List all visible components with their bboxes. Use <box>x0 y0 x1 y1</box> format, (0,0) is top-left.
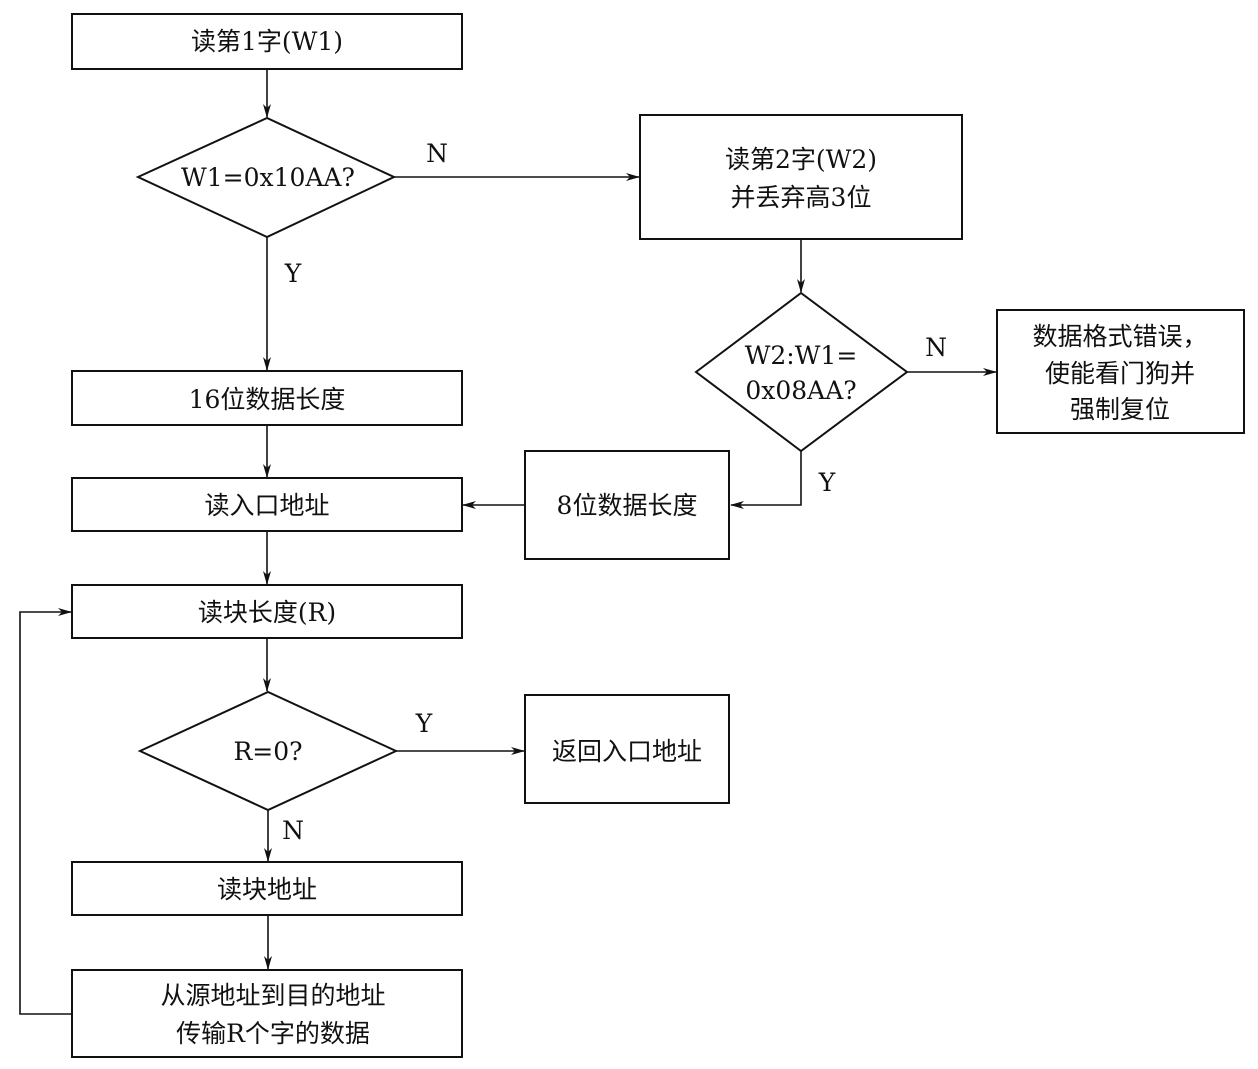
edge-label-r-no: N <box>282 816 304 845</box>
node-len16: 16位数据长度 <box>71 370 463 426</box>
node-label: 返回入口地址 <box>552 737 702 766</box>
node-label: 读块地址 <box>217 875 317 904</box>
arrow-loop-back <box>19 608 72 1015</box>
decision-w2: W2:W1= 0x08AA? <box>694 291 909 453</box>
node-read-entry: 读入口地址 <box>71 477 463 532</box>
node-label: 读第1字(W1) <box>191 27 343 56</box>
edge-label-w2-no: N <box>925 333 947 362</box>
node-label: 读入口地址 <box>204 491 329 520</box>
connectors <box>19 69 997 1015</box>
node-read-block-addr: 读块地址 <box>71 861 463 916</box>
node-label: 读块长度(R) <box>198 598 336 627</box>
node-label: W2:W1= <box>745 341 858 370</box>
node-label: 强制复位 <box>1070 395 1170 424</box>
edge-label-r-yes: Y <box>415 709 433 738</box>
node-label: R=0? <box>233 737 302 766</box>
edge-label-w1-yes: Y <box>284 259 302 288</box>
node-label: 0x08AA? <box>745 376 856 405</box>
edge-label-w2-yes: Y <box>818 468 836 497</box>
node-return-entry: 返回入口地址 <box>524 694 730 804</box>
node-label: 8位数据长度 <box>557 491 698 520</box>
node-label: 从源地址到目的地址 <box>160 981 385 1010</box>
node-label: 读第2字(W2) <box>725 145 877 174</box>
edge-label-w1-no: N <box>426 139 448 168</box>
node-read-block-len: 读块长度(R) <box>71 584 463 639</box>
node-label: 并丢弃高3位 <box>731 183 872 212</box>
node-read-w2: 读第2字(W2) 并丢弃高3位 <box>639 114 963 240</box>
node-len8: 8位数据长度 <box>524 450 730 560</box>
decision-r: R=0? <box>137 690 399 812</box>
node-label: 传输R个字的数据 <box>176 1019 370 1048</box>
node-format-error: 数据格式错误， 使能看门狗并 强制复位 <box>996 309 1245 434</box>
node-transfer: 从源地址到目的地址 传输R个字的数据 <box>71 969 463 1058</box>
node-label: W1=0x10AA? <box>181 163 355 192</box>
node-label: 数据格式错误， <box>1032 322 1207 351</box>
node-read-w1: 读第1字(W1) <box>71 13 463 70</box>
node-label: 16位数据长度 <box>189 385 346 414</box>
decision-w1: W1=0x10AA? <box>135 116 397 239</box>
node-label: 使能看门狗并 <box>1045 359 1195 388</box>
arrow-check-w2-yes <box>730 451 802 509</box>
